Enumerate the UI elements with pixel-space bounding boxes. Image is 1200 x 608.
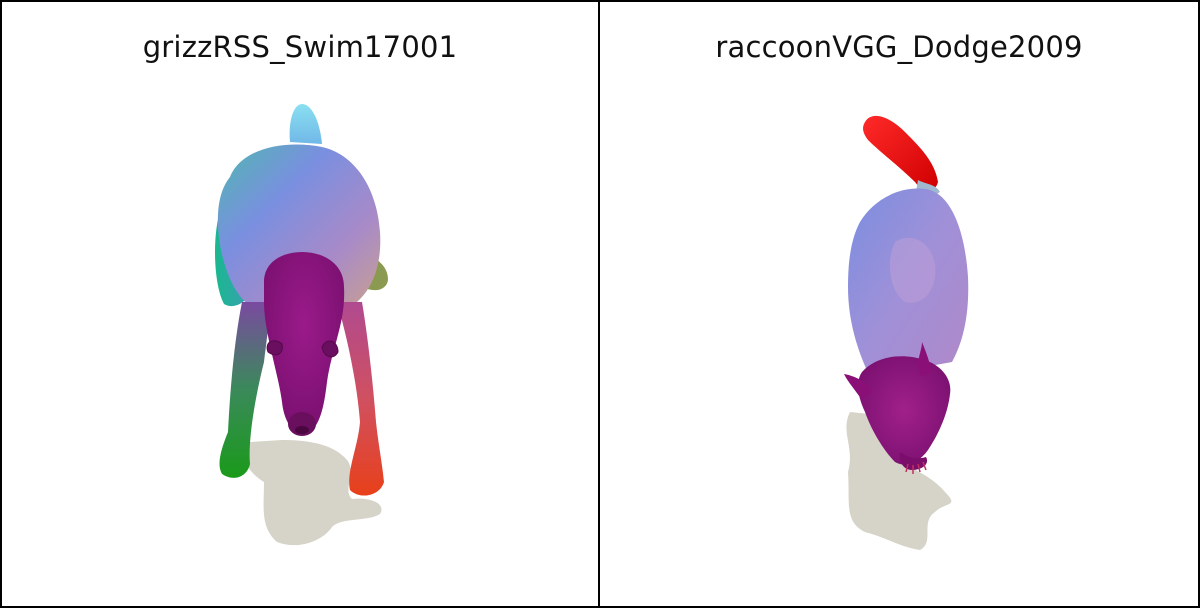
raccoon-body-highlight: [889, 237, 936, 303]
grizzly-tail: [289, 104, 322, 144]
raccoon-right-ear: [918, 342, 932, 376]
raccoon-left-ear: [844, 374, 872, 400]
raccoon-tail: [863, 115, 938, 191]
grizzly-head: [264, 252, 345, 435]
raccoon-head: [858, 356, 951, 465]
grizzly-front-left-leg: [219, 302, 270, 478]
grizzly-front-right-leg: [337, 302, 384, 496]
right-panel-title: raccoonVGG_Dodge2009: [715, 30, 1083, 64]
grizzly-right-ear: [321, 340, 339, 358]
raccoon-shadow: [846, 412, 952, 550]
grizzly-nose: [295, 426, 309, 434]
raccoon-snout: [899, 452, 928, 470]
raccoon-render: [844, 115, 969, 550]
right-panel: raccoonVGG_Dodge2009: [600, 0, 1200, 608]
left-panel-title: grizzRSS_Swim17001: [142, 30, 458, 64]
left-panel: grizzRSS_Swim17001: [0, 0, 600, 608]
grizzly-body: [217, 144, 381, 307]
raccoon-whiskers: [905, 461, 927, 474]
grizzly-render: [215, 104, 388, 546]
grizzly-left-ear: [266, 340, 283, 356]
grizzly-shadow: [241, 440, 382, 546]
